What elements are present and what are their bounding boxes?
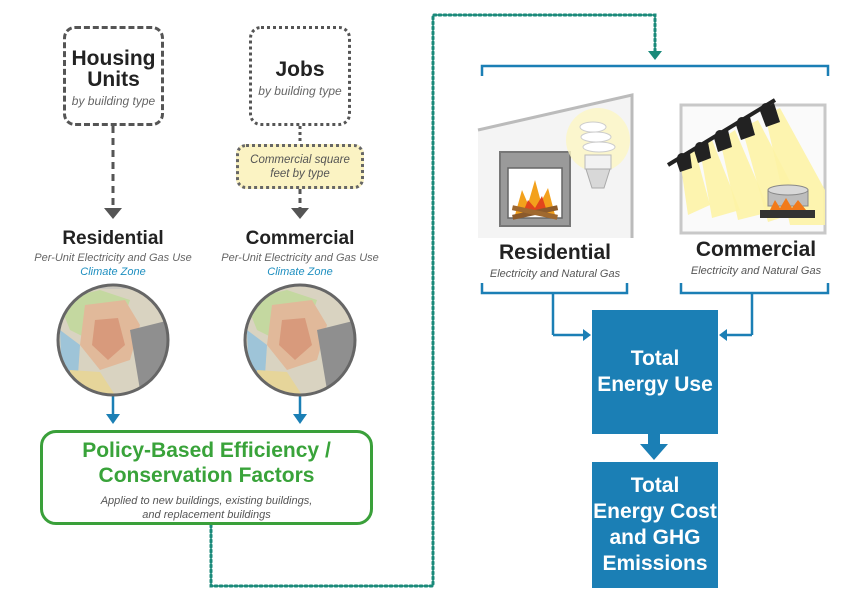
commercial-left-title: Commercial — [245, 228, 355, 249]
policy-title-line1: Policy-Based Efficiency / — [82, 439, 331, 462]
cfl-bulb-icon — [566, 108, 630, 189]
dotted-flow-path — [209, 13, 657, 588]
residential-bracket — [480, 283, 629, 295]
commercial-left-zone: Climate Zone — [267, 266, 333, 278]
commercial-bracket — [679, 283, 830, 295]
policy-subtitle-line1: Applied to new buildings, existing build… — [100, 495, 313, 507]
com-map-arrow-head — [293, 414, 307, 424]
total-energy-line2: Energy Use — [597, 373, 713, 396]
jobs-subtitle: by building type — [258, 84, 342, 98]
policy-subtitle-line2: and replacement buildings — [142, 509, 271, 521]
total-energy-use-box: Total Energy Use — [592, 310, 718, 434]
policy-efficiency-box: Policy-Based Efficiency / Conservation F… — [40, 430, 373, 525]
housing-arrow-head — [104, 208, 122, 219]
commercial-feed-head — [719, 329, 727, 341]
total-cost-line2: Energy Cost — [593, 500, 717, 523]
dotted-flow-arrow-head — [648, 51, 662, 60]
residential-left-zone: Climate Zone — [80, 266, 146, 278]
total-cost-line1: Total — [630, 474, 680, 497]
housing-subtitle: by building type — [71, 94, 156, 108]
commercial-right-subtitle: Electricity and Natural Gas — [690, 265, 822, 277]
sqft-arrow-head — [291, 208, 309, 219]
residential-right-subtitle: Electricity and Natural Gas — [489, 268, 621, 280]
policy-title-line2: Conservation Factors — [98, 464, 315, 487]
total-arrow-head — [640, 444, 668, 460]
residential-map-icon — [56, 283, 170, 397]
top-bracket — [480, 64, 830, 76]
housing-units-box: Housing Units by building type — [63, 26, 164, 126]
residential-feed-head — [583, 329, 591, 341]
commercial-sqft-label: Commercial square feet by type — [250, 154, 350, 180]
commercial-map-icon — [243, 283, 357, 397]
residential-left-title: Residential — [62, 228, 164, 249]
res-map-arrow-head — [106, 414, 120, 424]
residential-left-subtitle: Per-Unit Electricity and Gas Use — [34, 252, 192, 264]
jobs-box: Jobs by building type — [249, 26, 351, 126]
commercial-left-subtitle: Per-Unit Electricity and Gas Use — [221, 252, 379, 264]
residential-right-title: Residential — [498, 241, 612, 264]
housing-title: Housing Units — [71, 47, 156, 91]
commercial-right-title: Commercial — [695, 238, 817, 261]
total-cost-line3: and GHG — [609, 526, 701, 549]
total-energy-cost-box: Total Energy Cost and GHG Emissions — [592, 462, 718, 588]
total-cost-line4: Emissions — [602, 552, 708, 575]
total-energy-line1: Total — [630, 347, 680, 370]
commercial-sqft-box: Commercial square feet by type — [236, 144, 364, 189]
total-arrow-stem — [648, 434, 660, 446]
commercial-building-icon — [666, 98, 827, 235]
jobs-title: Jobs — [275, 58, 325, 81]
